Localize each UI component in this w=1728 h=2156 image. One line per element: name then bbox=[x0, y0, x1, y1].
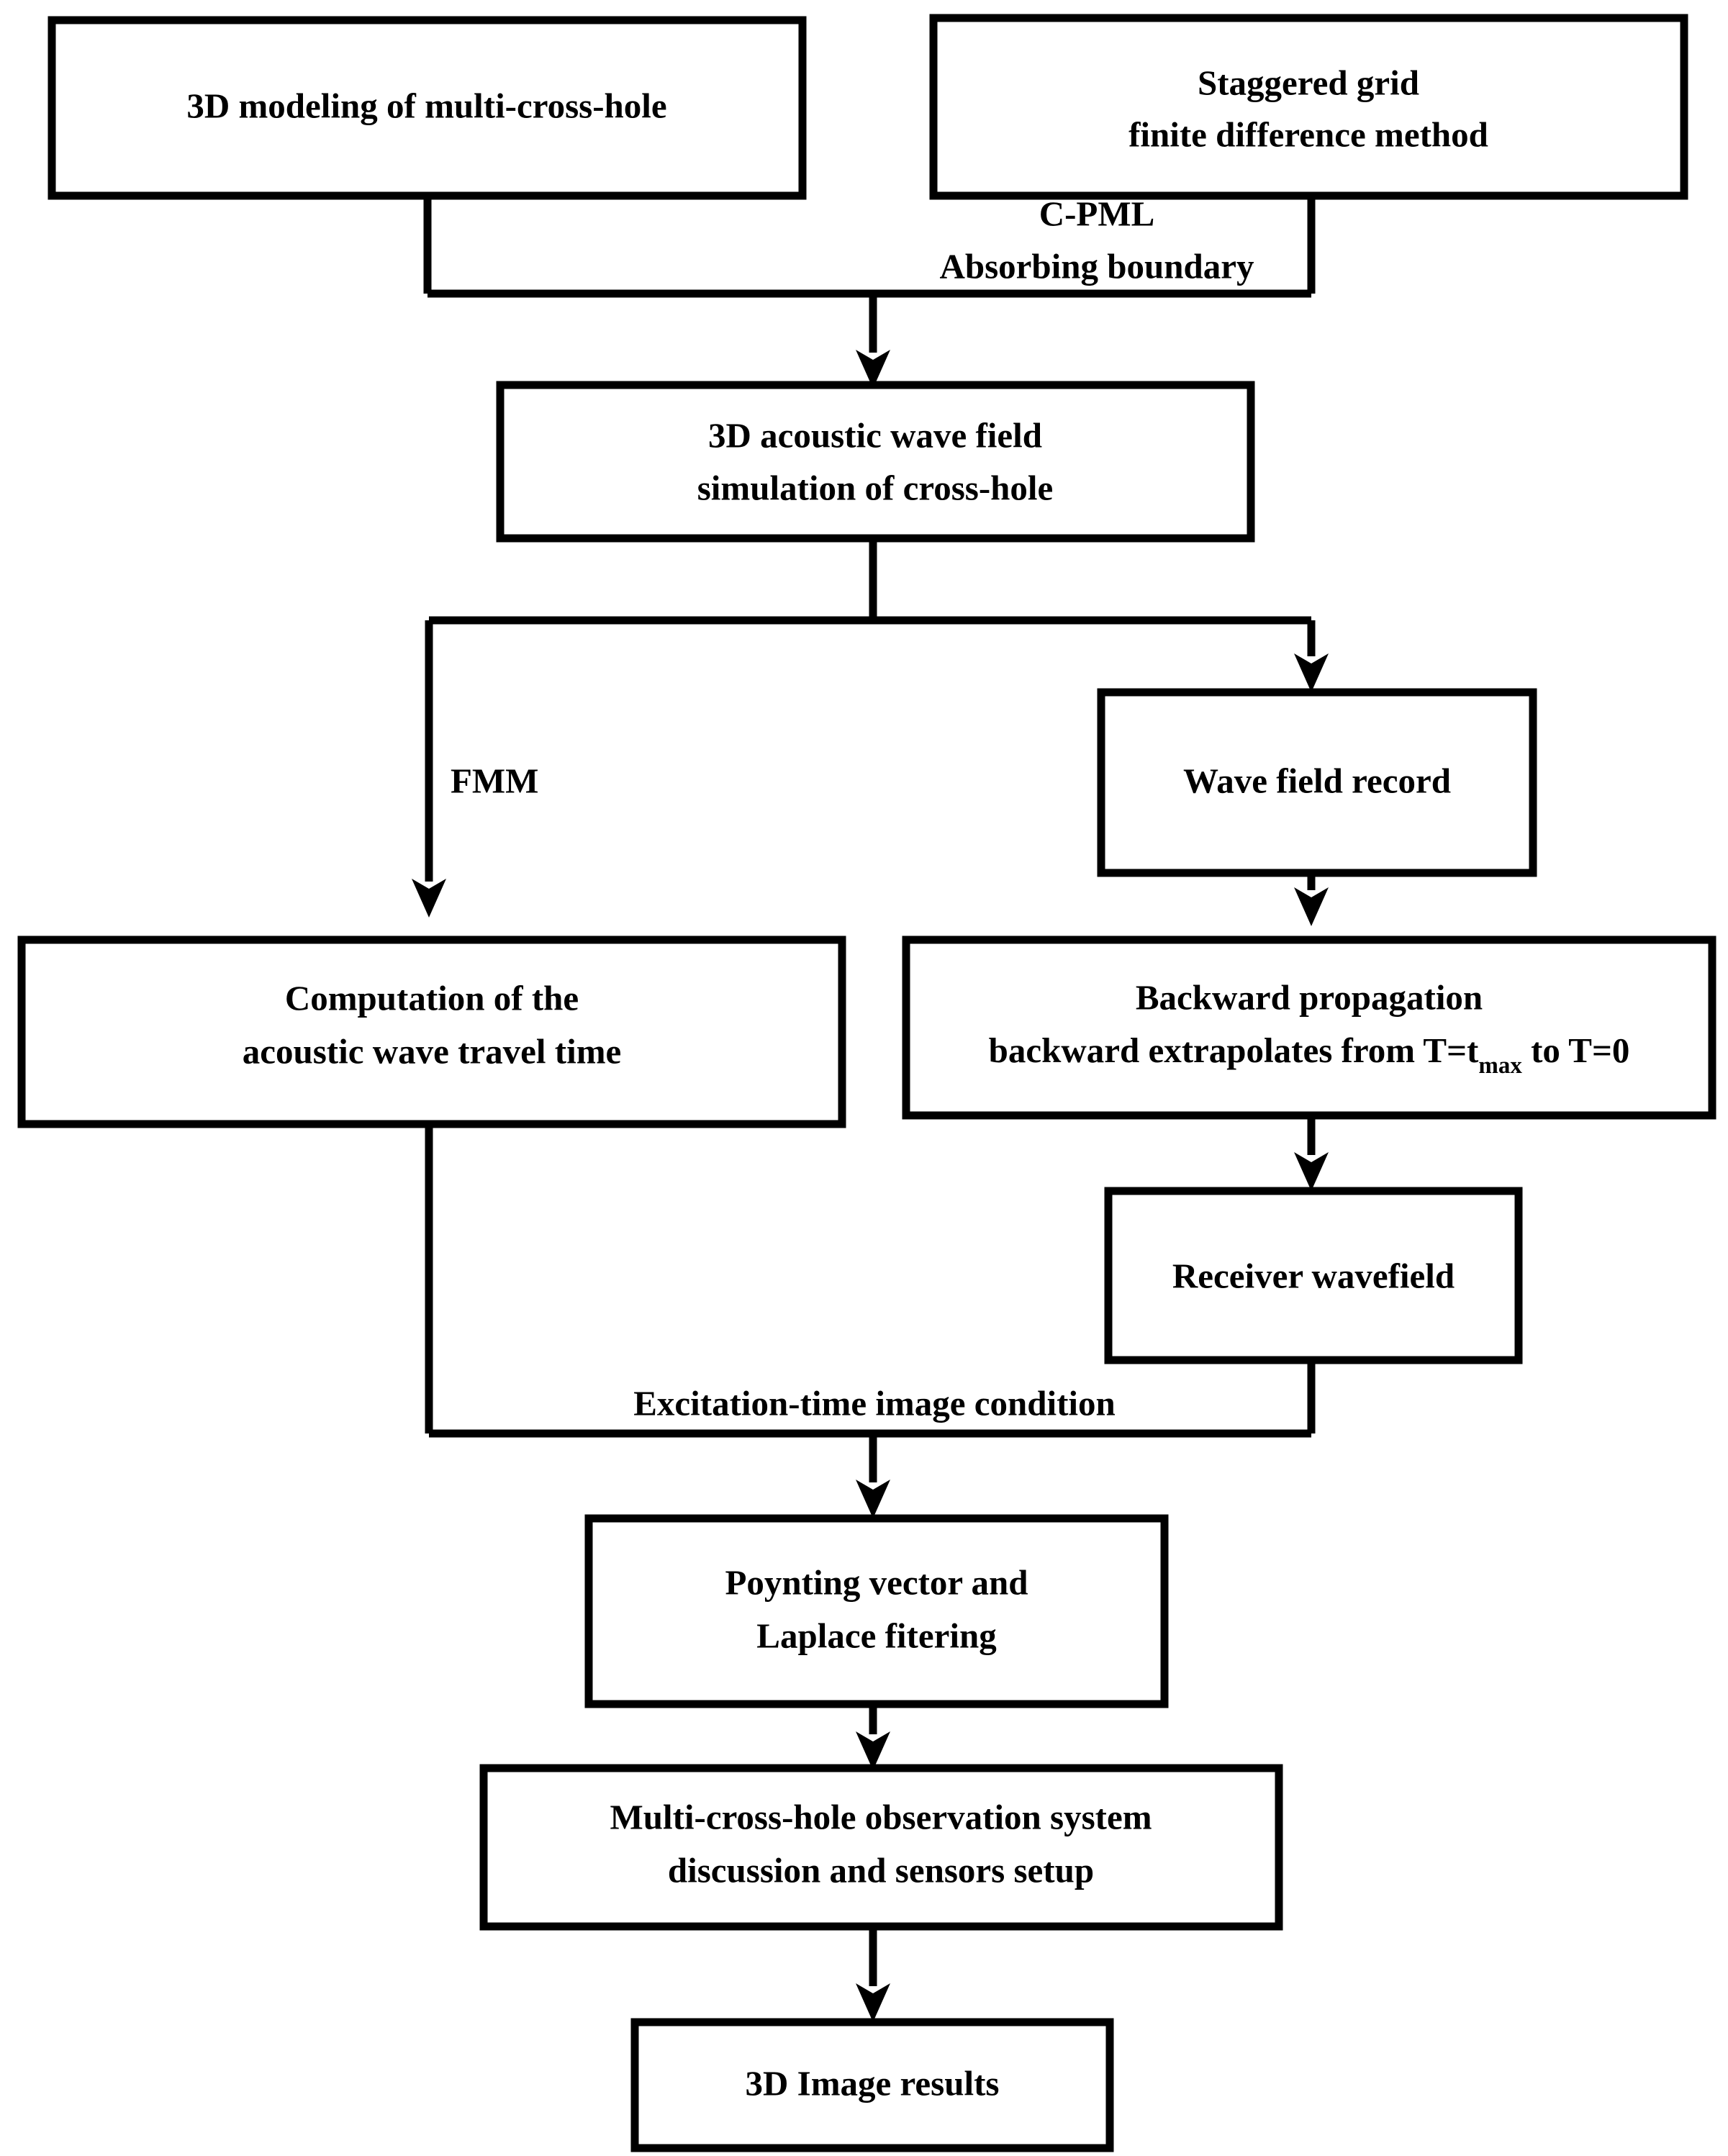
connector-split-to-wave-record bbox=[1294, 620, 1329, 692]
edge-label-cpml-line2: Absorbing boundary bbox=[939, 246, 1254, 286]
node-3d-image-results[interactable]: 3D Image results bbox=[630, 2018, 1114, 2152]
node-observation-system-label-line1: Multi-cross-hole observation system bbox=[610, 1797, 1152, 1836]
node-observation-system[interactable]: Multi-cross-hole observation system disc… bbox=[479, 1764, 1283, 1931]
node-receiver-wavefield[interactable]: Receiver wavefield bbox=[1104, 1187, 1523, 1364]
backward-line2-subscript: max bbox=[1478, 1053, 1522, 1079]
edge-label-fmm: FMM bbox=[451, 761, 538, 800]
node-backward-propagation[interactable]: Backward propagation backward extrapolat… bbox=[902, 936, 1716, 1120]
node-backward-propagation-label-line1: Backward propagation bbox=[1136, 977, 1483, 1017]
connector-rail-to-poynting bbox=[856, 1433, 890, 1518]
edge-label-excitation-text: Excitation-time image condition bbox=[633, 1383, 1116, 1423]
node-backward-propagation-label-line2: backward extrapolates from T=tmax to T=0 bbox=[989, 1031, 1630, 1078]
node-travel-time-label-line1: Computation of the bbox=[285, 978, 579, 1018]
node-staggered-grid[interactable]: Staggered grid finite difference method bbox=[929, 14, 1688, 200]
node-simulation-label-line1: 3D acoustic wave field bbox=[708, 415, 1042, 455]
connector-observation-to-results bbox=[856, 1926, 890, 2022]
connector-poynting-to-observation bbox=[856, 1704, 890, 1770]
node-modeling-label: 3D modeling of multi-cross-hole bbox=[186, 86, 666, 125]
backward-line2-suffix: to T=0 bbox=[1522, 1031, 1630, 1070]
node-simulation[interactable]: 3D acoustic wave field simulation of cro… bbox=[496, 381, 1255, 543]
backward-line2-prefix: backward extrapolates from T=t bbox=[989, 1031, 1479, 1070]
connector-fmm-branch bbox=[412, 620, 446, 918]
node-poynting-label-line2: Laplace fitering bbox=[756, 1616, 997, 1655]
node-wave-field-record-label: Wave field record bbox=[1183, 761, 1451, 800]
node-poynting[interactable]: Poynting vector and Laplace fitering bbox=[584, 1514, 1169, 1708]
node-3d-image-results-label: 3D Image results bbox=[746, 2063, 1000, 2103]
node-poynting-label-line1: Poynting vector and bbox=[725, 1562, 1028, 1602]
node-travel-time[interactable]: Computation of the acoustic wave travel … bbox=[17, 936, 846, 1128]
edge-label-excitation: Excitation-time image condition bbox=[633, 1383, 1116, 1423]
connector-backward-to-receiver bbox=[1294, 1115, 1329, 1191]
node-travel-time-label-line2: acoustic wave travel time bbox=[243, 1031, 622, 1071]
connector-merge-to-simulation bbox=[856, 294, 890, 389]
edge-label-cpml-line1: C-PML bbox=[1039, 194, 1155, 233]
edge-label-fmm-text: FMM bbox=[451, 761, 538, 800]
connector-wave-record-to-backward bbox=[1294, 873, 1329, 926]
node-modeling[interactable]: 3D modeling of multi-cross-hole bbox=[48, 16, 807, 200]
node-staggered-grid-label-line1: Staggered grid bbox=[1198, 63, 1419, 102]
node-receiver-wavefield-label: Receiver wavefield bbox=[1172, 1256, 1455, 1295]
node-simulation-label-line2: simulation of cross-hole bbox=[697, 468, 1054, 507]
node-wave-field-record[interactable]: Wave field record bbox=[1097, 688, 1537, 877]
node-staggered-grid-label-line2: finite difference method bbox=[1128, 114, 1488, 154]
node-observation-system-label-line2: discussion and sensors setup bbox=[668, 1850, 1094, 1890]
edge-label-cpml: C-PML Absorbing boundary bbox=[939, 194, 1254, 286]
